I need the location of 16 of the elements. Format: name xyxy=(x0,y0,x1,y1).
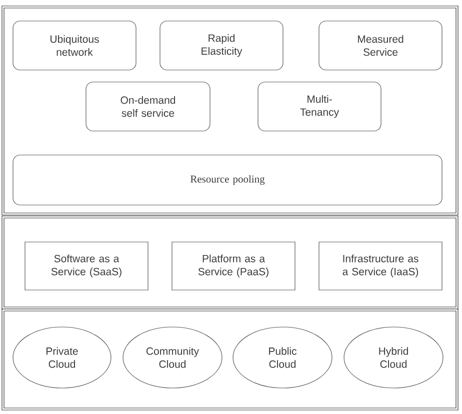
rounded-box: Rapid Elasticity xyxy=(160,20,284,70)
rounded-box: On-demand self service xyxy=(86,82,210,132)
rectangle-box: Platform as a Service (PaaS) xyxy=(172,242,296,290)
ellipse-node: Hybrid Cloud xyxy=(344,326,444,388)
layer-panel xyxy=(2,6,458,216)
ellipse-node: Public Cloud xyxy=(232,326,332,388)
rounded-box: Ubiquitous network xyxy=(12,20,136,70)
layer-panel xyxy=(2,308,458,410)
rectangle-box: Infrastructure as a Service (IaaS) xyxy=(318,242,442,290)
layer-panel xyxy=(2,216,458,310)
rounded-box: Multi-Tenancy xyxy=(258,82,382,132)
ellipse-node: Community Cloud xyxy=(122,326,222,388)
rounded-box: Resource pooling xyxy=(12,154,442,206)
ellipse-node: Private Cloud xyxy=(12,326,112,388)
rounded-box: Measured Service xyxy=(318,20,442,70)
rectangle-box: Software as a Service (SaaS) xyxy=(24,242,148,290)
